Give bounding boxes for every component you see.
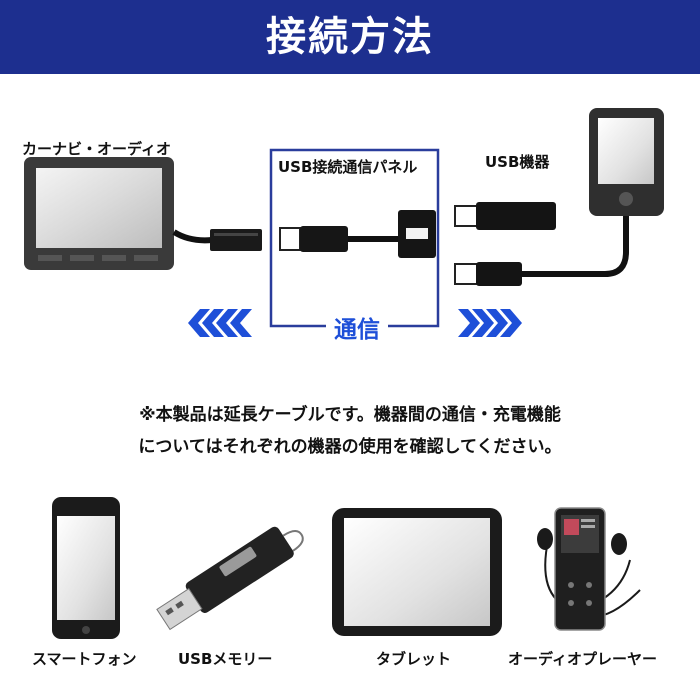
usb-memory-icon <box>156 526 304 631</box>
note-line-1: ※本製品は延長ケーブルです。機器間の通信・充電機能 <box>139 405 561 425</box>
device-label-tablet: タブレット <box>376 650 452 668</box>
arrow-right-icon <box>458 309 522 337</box>
usb-panel-cable-icon <box>279 210 436 258</box>
car-navi-icon <box>24 157 174 270</box>
monitor-cable-icon <box>172 229 262 251</box>
usb-panel-label: USB接続通信パネル <box>278 158 418 176</box>
arrow-left-icon <box>188 309 252 337</box>
tablet-icon <box>332 508 502 636</box>
note-line-2: についてはそれぞれの機器の使用を確認してください。 <box>138 437 562 457</box>
audio-player-icon <box>537 507 641 631</box>
usb-device-cables-icon <box>454 202 629 286</box>
comm-label: 通信 <box>326 310 388 344</box>
page-title: 接続方法 <box>266 14 434 60</box>
device-label-usb-memory: USBメモリー <box>178 650 273 668</box>
header-banner <box>0 0 700 74</box>
device-label-audio-player: オーディオプレーヤー <box>508 650 657 668</box>
smartphone-icon <box>52 497 120 639</box>
device-label-smartphone: スマートフォン <box>32 650 137 668</box>
usb-device-phone-icon <box>589 108 664 216</box>
usb-device-label: USB機器 <box>485 153 550 171</box>
car-navi-label: カーナビ・オーディオ <box>22 140 171 158</box>
